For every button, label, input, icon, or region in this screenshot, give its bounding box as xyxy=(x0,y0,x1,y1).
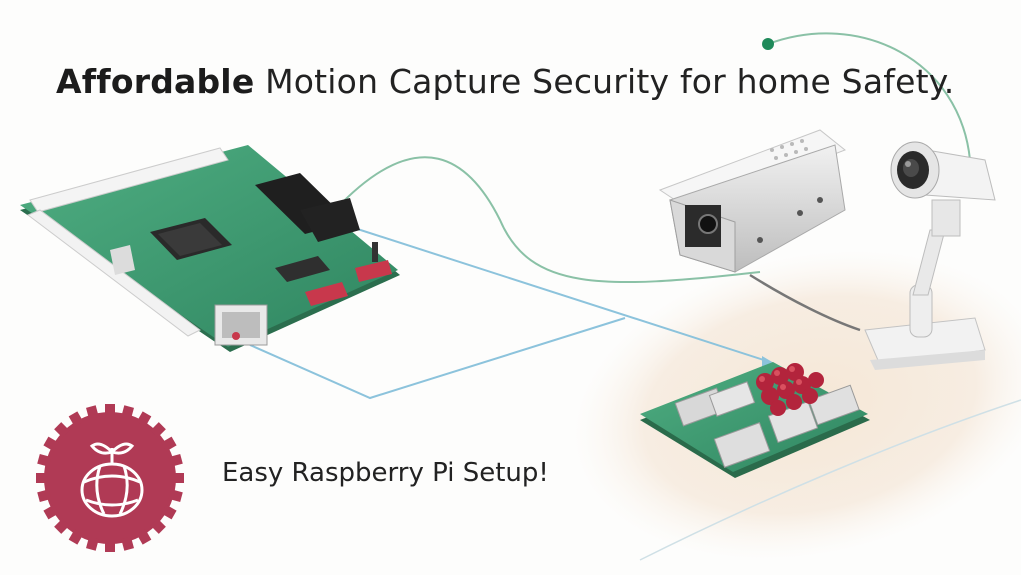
wire-green xyxy=(334,156,761,284)
headline-rest: Motion Capture Security for home Safety. xyxy=(265,62,955,101)
raspberry-gear-icon xyxy=(36,404,184,552)
headline-bold: Affordable xyxy=(56,62,255,101)
decor-arc-top xyxy=(767,32,971,161)
decor-arc-bottom xyxy=(639,399,1021,561)
raspberry-pi-board xyxy=(640,362,870,478)
dev-board xyxy=(20,145,400,352)
camera-cable xyxy=(749,273,861,332)
wire-blue-1 xyxy=(344,224,771,363)
accent-dot-icon xyxy=(762,38,774,50)
tagline: Easy Raspberry Pi Setup! xyxy=(222,458,549,488)
headline: Affordable Motion Capture Security for h… xyxy=(56,62,954,101)
wire-blue-2 xyxy=(249,317,626,400)
bullet-camera xyxy=(864,141,996,370)
box-camera xyxy=(658,129,846,273)
